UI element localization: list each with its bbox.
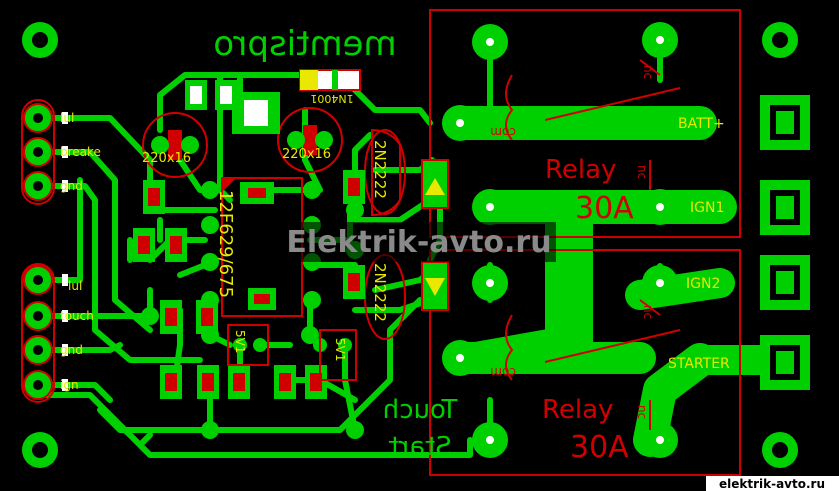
transistor1-label: 2N2222 [371,140,389,199]
relay1-com: com [490,125,516,139]
footer: elektrik-avto.ru [706,476,839,491]
relay2-com: com [490,365,516,379]
cap1-label: 220x16 [142,151,191,166]
relay2-name: Relay [542,395,613,425]
cap2-label: 220x16 [282,147,331,162]
smd-components [133,80,365,399]
relay-outlines [429,9,741,476]
connector-label-2: breake [60,145,101,159]
connector-label-5: touch [60,309,94,323]
diode-label: 1N4001 [310,92,353,105]
relay1-nc-2: nc [635,165,649,179]
connector-label-1: lul [60,111,74,125]
relay1-nc: nc [641,65,655,79]
relay-2-outline [429,249,741,476]
connector-label-3: gnd [60,179,83,193]
transistor2-label: 2N2222 [371,263,389,322]
relay-symbols [505,59,681,430]
relay2-nc: nc [641,305,655,319]
relay2-rating: 30A [570,430,629,465]
terminal-label-ign1: IGN1 [690,200,724,216]
watermark-text: Elektrik-avto.ru [286,225,551,260]
mcu-label: 12F629/675 [215,190,236,298]
silkscreen-text: memtispro lul breake gnd lul touch gnd i… [60,24,730,465]
capacitors [142,107,343,178]
board-title: memtispro [213,24,396,64]
footer-url: elektrik-avto.ru [719,477,825,491]
watermark: Elektrik-avto.ru [282,222,556,262]
zener-label: 5V1 [233,330,247,353]
flyback-diodes [421,159,449,311]
relay-1-outline [429,9,741,238]
touch-start-line1: Touch [383,395,459,425]
diode-1n4001 [299,69,361,91]
connector-label-4: lul [68,279,82,293]
relay1-name: Relay [545,155,616,185]
connector-label-6: gnd [60,343,83,357]
relay2-nc-2: nc [635,405,649,419]
connector-label-7: ign [60,378,79,392]
terminal-label-batt: BATT+ [678,116,725,132]
touch-start-line2: Start [388,432,452,462]
right-terminal-pads [760,95,810,390]
zener2-label: 5V1 [333,338,347,361]
relay1-rating: 30A [575,191,634,226]
left-connector-pads [21,99,68,403]
terminal-label-ign2: IGN2 [686,276,720,292]
terminal-label-starter: STARTER [668,356,730,372]
